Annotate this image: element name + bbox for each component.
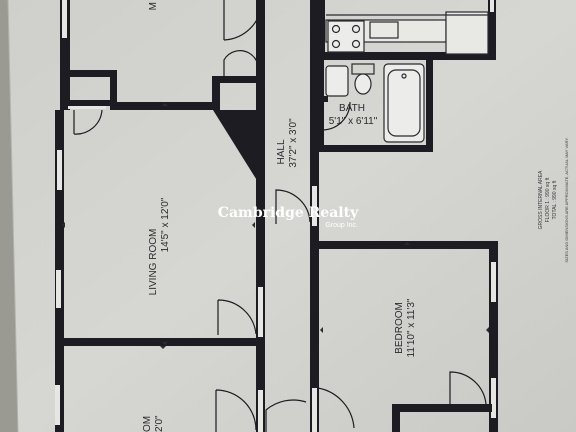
watermark-subtitle: Group Inc. [325,222,358,229]
doors [73,0,487,432]
room-name-living: LIVING ROOM [148,229,159,296]
room-name-bedroom: BEDROOM [394,302,405,354]
room-name-hall: HALL [276,139,287,164]
paper-edge [7,0,19,432]
room-dims-hall: 37'2" x 3'0" [288,118,299,168]
area-disclaimer: SIZES AND DIMENSIONS ARE APPROXIMATE, AC… [564,137,569,262]
partial-room-letter: M [148,2,159,10]
watermark-title: Cambridge Realty [218,205,359,221]
partial-room-dims: 2'0" [154,415,165,432]
partial-room-name: OM [142,416,153,432]
area-heading: GROSS INTERNAL AREA [538,170,544,229]
room-dims-bedroom: 11'10" x 11'3" [406,298,417,357]
room-name-bath: BATH [339,103,365,114]
room-dims-living: 14'5" x 12'0" [160,197,171,252]
dimension-ticks [62,103,489,349]
fixtures [325,11,489,143]
area-total: TOTAL : 990 sq ft [552,180,558,219]
area-floor: FLOOR 1 : 990 sq ft [545,177,551,222]
room-dims-bath: 5'1" x 6'11" [329,116,378,127]
